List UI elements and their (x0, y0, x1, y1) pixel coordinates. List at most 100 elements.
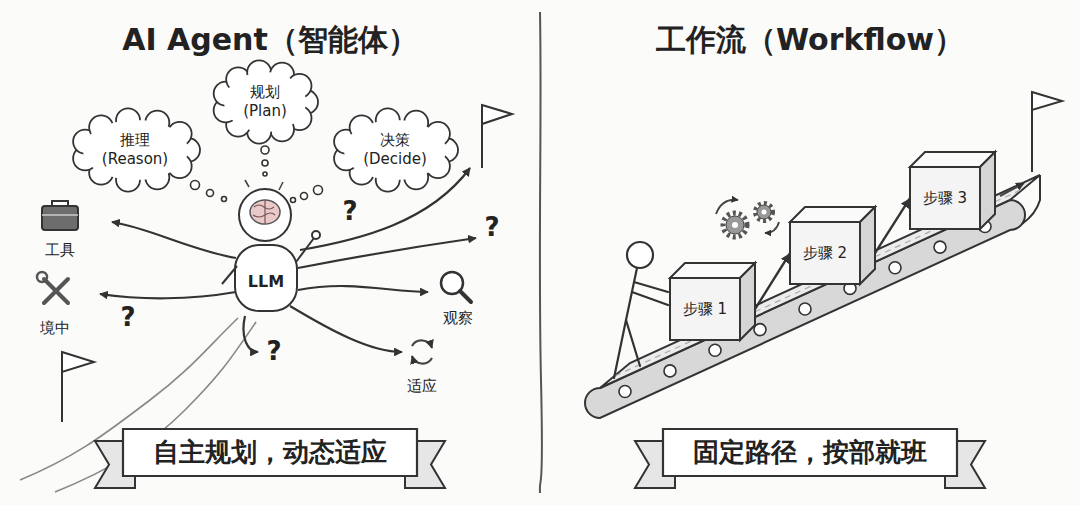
belt-roller (664, 365, 676, 377)
cube-side (980, 152, 995, 229)
step-face: 步骤 1 (670, 278, 740, 340)
start-flag (62, 352, 94, 422)
goal-flag (482, 105, 512, 124)
toolbox-icon (42, 214, 78, 216)
cycle-icon (412, 356, 432, 364)
icon-label: 工具 (45, 241, 75, 259)
tools-icon (44, 279, 68, 303)
worker-figure (614, 320, 626, 378)
step-box: 步骤 1 (670, 263, 755, 340)
thought-trail (263, 172, 267, 176)
thought-trail (222, 197, 227, 202)
cube-front (790, 222, 860, 284)
idea-rays (279, 182, 283, 190)
gear-icon (732, 222, 738, 228)
ribbon-banner: 固定路径，按部就班 (635, 429, 985, 488)
cube-front (670, 278, 740, 340)
step-box: 步骤 3 (910, 152, 995, 229)
choice-arrows (298, 238, 476, 268)
start-flag (62, 352, 94, 372)
icon-label: 观察 (443, 309, 473, 327)
llm-figure (222, 266, 237, 284)
gear-icon (723, 213, 747, 237)
panel-title: 工作流（Workflow） (656, 22, 964, 58)
magnifier-icon (441, 272, 471, 302)
thought-trail (301, 193, 308, 200)
worker-figure (632, 292, 668, 305)
bubble-text: 规划 (Plan) (243, 83, 287, 121)
gear-icon (755, 203, 773, 221)
llm-figure (239, 189, 291, 241)
thought-trail (261, 146, 269, 154)
panel-title: AI Agent（智能体） (122, 22, 418, 58)
question-mark: ? (266, 336, 281, 367)
motion-arrow (765, 222, 779, 233)
cube-side (740, 263, 755, 340)
belt-roller (619, 221, 991, 398)
step-face: 步骤 2 (790, 222, 860, 284)
thought-trail (191, 181, 200, 190)
magnifier-icon (460, 291, 471, 302)
icon-label: 境中 (40, 319, 70, 337)
cycle-icon (412, 340, 432, 363)
conveyor-belt (1022, 175, 1040, 224)
gear-icon (726, 216, 744, 234)
llm-figure (235, 245, 297, 311)
choice-arrows (298, 286, 428, 292)
gear-icon (762, 210, 767, 215)
belt-roller (619, 386, 631, 398)
divider-line (540, 12, 542, 493)
cloud-fill (83, 120, 188, 180)
tools-icon (37, 272, 47, 282)
worker-figure (626, 320, 640, 366)
step-label: 步骤 3 (923, 189, 967, 208)
llm-figure (253, 201, 275, 223)
banner-text: 固定路径，按部就班 (693, 436, 927, 469)
conveyor-belt (585, 200, 1025, 418)
worker-figure (634, 282, 668, 292)
finish-flag (1032, 92, 1062, 110)
cloud-fill (344, 120, 446, 180)
question-mark: ? (342, 196, 357, 227)
llm-figure (250, 200, 280, 224)
motion-arrow (716, 200, 738, 214)
worker-figure (627, 242, 653, 268)
step-label: 步骤 1 (683, 300, 727, 319)
thought-trail (262, 160, 268, 166)
thought-bubble: 规划 (Plan) (213, 63, 317, 141)
thought-trail (207, 190, 214, 197)
choice-arrows (300, 168, 470, 250)
step-label: 步骤 2 (803, 244, 847, 263)
finish-flag (1032, 92, 1062, 172)
thought-bubble: 推理 (Reason) (72, 111, 199, 189)
gear-icon (723, 203, 773, 237)
ribbon-band (663, 429, 957, 476)
choice-arrows (243, 316, 258, 352)
cube-side (860, 207, 875, 284)
llm-figure (312, 231, 320, 239)
belt-roller (709, 344, 721, 356)
question-mark: ? (120, 302, 135, 333)
bubble-text: 决策 (Decide) (363, 131, 427, 169)
toolbox-icon (42, 201, 78, 230)
figure-label: LLM (248, 272, 284, 291)
flow-arrow (755, 253, 790, 309)
choice-arrows (290, 306, 402, 352)
belt-roller (934, 241, 946, 253)
tools-icon (44, 279, 68, 303)
question-mark: ? (484, 212, 499, 243)
cycle-icon (412, 340, 432, 348)
step-box: 步骤 2 (790, 207, 875, 284)
gear-icon (757, 205, 771, 219)
divider-line (540, 12, 542, 493)
choice-arrows (100, 292, 236, 298)
goal-flag (482, 105, 512, 168)
toolbox-icon (52, 201, 68, 206)
motion-arrow (1000, 183, 1024, 196)
belt-roller (799, 303, 811, 315)
step-face: 步骤 3 (910, 167, 980, 229)
thought-bubble: 决策 (Decide) (333, 111, 457, 189)
banner-text: 自主规划，动态适应 (153, 436, 387, 469)
ribbon-banner: 自主规划，动态适应 (95, 429, 445, 488)
